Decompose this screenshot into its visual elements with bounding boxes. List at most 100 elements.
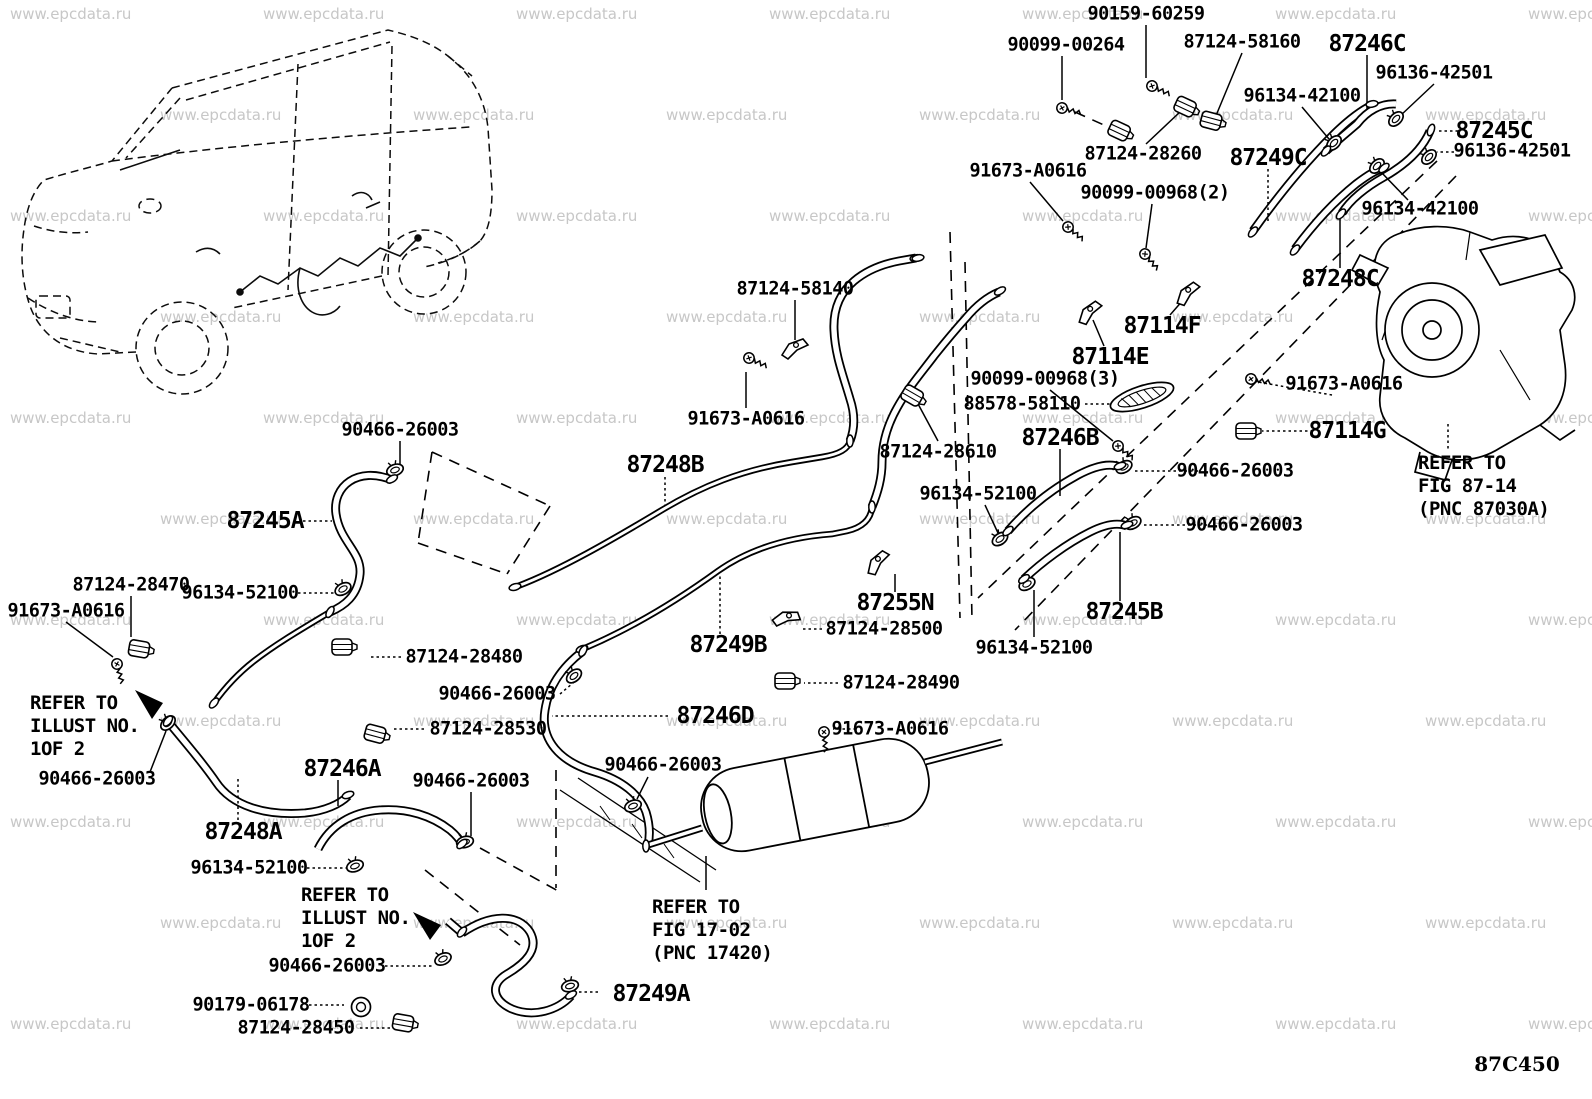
- watermark-text: www.epcdata.ru: [1172, 308, 1294, 326]
- part-number-label: 87249C: [1229, 145, 1307, 171]
- part-number-label: 91673-A0616: [969, 160, 1087, 182]
- part-number-label: 87124-28500: [825, 618, 943, 640]
- watermark-text: www.epcdata.ru: [769, 207, 891, 225]
- watermark-text: www.epcdata.ru: [263, 207, 385, 225]
- diagram-code: 87C450: [1474, 1052, 1560, 1076]
- part-number-label: 87114G: [1308, 418, 1386, 444]
- watermark-text: www.epcdata.ru: [160, 510, 282, 528]
- watermark-text: www.epcdata.ru: [1022, 409, 1144, 427]
- part-number-label: 87246D: [676, 703, 754, 729]
- watermark-text: www.epcdata.ru: [1022, 611, 1144, 629]
- part-number-label: 87249A: [612, 981, 690, 1007]
- watermark-text: www.epcdata.ru: [1022, 1015, 1144, 1033]
- part-number-label: 96134-42100: [1361, 198, 1479, 220]
- part-number-label: 91673-A0616: [7, 600, 125, 622]
- watermark-text: www.epcdata.ru: [1425, 510, 1547, 528]
- watermark-text: www.epcdata.ru: [413, 712, 535, 730]
- watermark-text: www.epcdata.ru: [1528, 5, 1592, 23]
- blower-unit-drawing: [1350, 225, 1576, 482]
- watermark-text: www.epcdata.ru: [413, 510, 535, 528]
- watermark-text: www.epcdata.ru: [516, 5, 638, 23]
- watermark-text: www.epcdata.ru: [769, 409, 891, 427]
- watermark-text: www.epcdata.ru: [413, 308, 535, 326]
- part-number-label: 87245C: [1455, 118, 1533, 144]
- part-number-label: 96134-52100: [919, 483, 1037, 505]
- part-number-label: 87124-58160: [1183, 31, 1301, 53]
- part-number-label: 90179-06178: [192, 994, 310, 1016]
- part-number-label: 90466-26003: [604, 754, 722, 776]
- part-number-label: 90159-60259: [1087, 3, 1205, 25]
- watermark-text: www.epcdata.ru: [263, 611, 385, 629]
- part-number-label: 90099-00264: [1007, 34, 1125, 56]
- part-number-label: 87255N: [856, 590, 934, 616]
- watermark-text: www.epcdata.ru: [1425, 712, 1547, 730]
- part-number-label: 96134-42100: [1243, 85, 1361, 107]
- part-number-label: 87124-28480: [405, 646, 523, 668]
- watermark-text: www.epcdata.ru: [1528, 1015, 1592, 1033]
- part-number-label: 87114E: [1071, 344, 1149, 370]
- watermark-text: www.epcdata.ru: [1275, 1015, 1397, 1033]
- watermark-text: www.epcdata.ru: [263, 5, 385, 23]
- watermark-text: www.epcdata.ru: [516, 207, 638, 225]
- watermark-text: www.epcdata.ru: [1022, 207, 1144, 225]
- part-number-label: 90466-26003: [412, 770, 530, 792]
- part-number-label: 87124-28450: [237, 1017, 355, 1039]
- watermark-text: www.epcdata.ru: [1172, 510, 1294, 528]
- part-number-label: 96134-52100: [181, 582, 299, 604]
- watermark-text: www.epcdata.ru: [666, 308, 788, 326]
- part-number-label: 87248C: [1301, 266, 1379, 292]
- part-number-label: 96136-42501: [1453, 140, 1571, 162]
- part-number-label: 87245B: [1085, 599, 1163, 625]
- part-number-label: 87248A: [204, 819, 282, 845]
- watermark-text: www.epcdata.ru: [1275, 409, 1397, 427]
- watermark-text: www.epcdata.ru: [1022, 5, 1144, 23]
- watermark-text: www.epcdata.ru: [1425, 914, 1547, 932]
- part-number-label: 90099-00968(3): [970, 368, 1120, 390]
- watermark-text: www.epcdata.ru: [413, 106, 535, 124]
- part-number-label: 87124-28260: [1084, 143, 1202, 165]
- watermark-text: www.epcdata.ru: [160, 712, 282, 730]
- part-number-label: 87246B: [1021, 425, 1099, 451]
- refer-note: REFER TO FIG 17-02 (PNC 17420): [652, 896, 773, 964]
- watermark-text: www.epcdata.ru: [10, 5, 132, 23]
- part-number-label: 87124-28470: [72, 574, 190, 596]
- part-number-label: 87249B: [689, 632, 767, 658]
- watermark-text: www.epcdata.ru: [263, 1015, 385, 1033]
- part-number-label: 90466-26003: [438, 683, 556, 705]
- vehicle-interior-piping: [119, 149, 422, 316]
- watermark-text: www.epcdata.ru: [10, 409, 132, 427]
- part-number-label: 87124-28610: [879, 441, 997, 463]
- watermark-text: www.epcdata.ru: [1275, 207, 1397, 225]
- watermark-text: www.epcdata.ru: [516, 813, 638, 831]
- part-number-label: 91673-A0616: [1285, 373, 1403, 395]
- watermark-text: www.epcdata.ru: [666, 106, 788, 124]
- watermark-text: www.epcdata.ru: [10, 813, 132, 831]
- refer-note: REFER TO ILLUST NO. 1OF 2: [301, 884, 411, 952]
- watermark-text: www.epcdata.ru: [10, 207, 132, 225]
- watermark-text: www.epcdata.ru: [666, 712, 788, 730]
- part-number-label: 91673-A0616: [831, 718, 949, 740]
- part-number-label: 87114F: [1123, 313, 1201, 339]
- part-number-label: 87246A: [303, 756, 381, 782]
- watermark-text: www.epcdata.ru: [666, 914, 788, 932]
- refer-note: REFER TO FIG 87-14 (PNC 87030A): [1418, 452, 1550, 520]
- part-number-label: 90466-26003: [38, 768, 156, 790]
- watermark-text: www.epcdata.ru: [919, 914, 1041, 932]
- watermark-text: www.epcdata.ru: [1425, 106, 1547, 124]
- watermark-text: www.epcdata.ru: [919, 308, 1041, 326]
- part-number-label: 87124-28530: [429, 718, 547, 740]
- muffler-drawing: [559, 737, 930, 883]
- watermark-text: www.epcdata.ru: [1022, 813, 1144, 831]
- part-number-label: 90466-26003: [268, 955, 386, 977]
- watermark-text: www.epcdata.ru: [1275, 611, 1397, 629]
- watermark-text: www.epcdata.ru: [1275, 5, 1397, 23]
- part-number-label: 96136-42501: [1375, 62, 1493, 84]
- watermark-text: www.epcdata.ru: [769, 5, 891, 23]
- part-number-label: 96134-52100: [975, 637, 1093, 659]
- vehicle-outline: [21, 29, 493, 395]
- watermark-text: www.epcdata.ru: [1528, 207, 1592, 225]
- watermark-text: www.epcdata.ru: [516, 1015, 638, 1033]
